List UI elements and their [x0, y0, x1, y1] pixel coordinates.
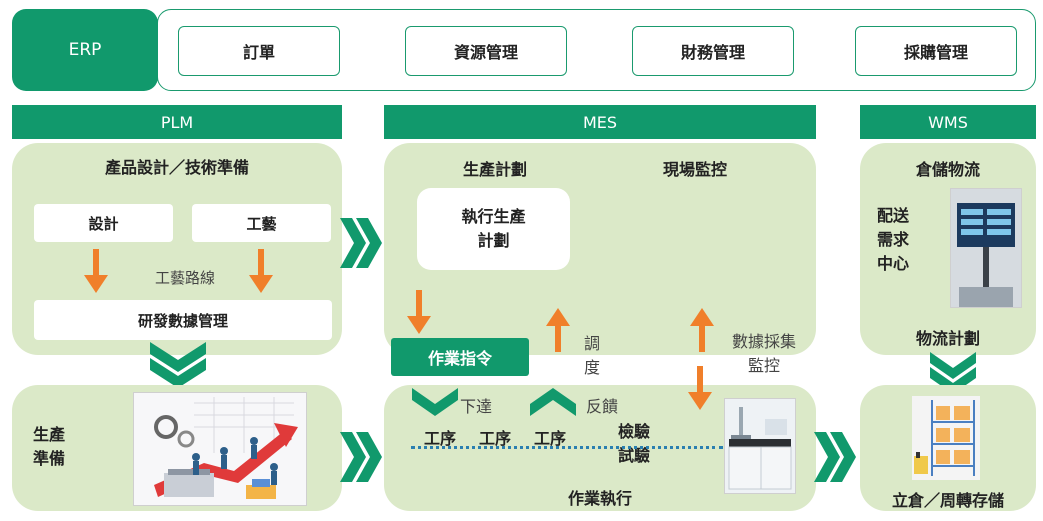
wms-header: WMS	[860, 105, 1036, 139]
process-step-1: 工序	[424, 429, 457, 448]
dispatch-label: 調 度	[584, 334, 601, 377]
storage-label: 立倉／周轉存儲	[891, 491, 1004, 510]
erp-item-order: 訂單	[178, 26, 340, 76]
site-monitor-title: 現場監控	[662, 160, 727, 179]
orange-arrow-down-icon	[84, 249, 108, 293]
erp-item-procurement-mgmt: 採購管理	[855, 26, 1017, 76]
green-check-up-icon	[530, 388, 576, 416]
production-prep-image	[133, 392, 307, 506]
issue-label: 下達	[460, 397, 493, 416]
process-flow-line	[411, 446, 723, 449]
warehouse-logistics-title: 倉儲物流	[915, 160, 980, 179]
work-execution-label: 作業執行	[567, 489, 632, 508]
erp-label: ERP	[12, 9, 158, 91]
data-collect-label: 數據採集 監控	[731, 332, 796, 375]
plm-header: PLM	[12, 105, 342, 139]
orange-arrow-down-icon	[249, 249, 273, 293]
inspection-label: 檢驗 試驗	[617, 422, 650, 465]
chevron-right-icon	[340, 432, 382, 482]
rd-data-mgmt-box: 研發數據管理	[34, 300, 332, 340]
monitor-screen-image	[950, 188, 1022, 308]
distribution-center-label: 配送 需求 中心	[877, 206, 910, 273]
chevron-right-icon	[814, 432, 856, 482]
process-box: 工藝	[192, 204, 331, 242]
work-instruction-box: 作業指令	[391, 338, 529, 376]
erp-item-resource-mgmt: 資源管理	[405, 26, 567, 76]
green-check-down-icon	[412, 388, 458, 416]
chevron-right-icon	[340, 218, 382, 268]
process-step-3: 工序	[534, 429, 567, 448]
production-prep-label: 生產 準備	[33, 425, 66, 468]
chevron-down-icon	[150, 342, 206, 388]
orange-arrow-up-icon	[690, 308, 714, 352]
warehouse-rack-image	[912, 396, 980, 480]
lab-bench-image	[724, 398, 796, 494]
design-box: 設計	[34, 204, 173, 242]
plm-design-title: 產品設計／技術準備	[104, 158, 249, 177]
orange-arrow-down-icon	[407, 290, 431, 334]
exec-plan-box: 執行生產 計劃	[417, 188, 570, 270]
erp-item-finance-mgmt: 財務管理	[632, 26, 794, 76]
feedback-label: 反饋	[586, 397, 619, 416]
orange-arrow-up-icon	[546, 308, 570, 352]
production-plan-title: 生產計劃	[462, 160, 527, 179]
orange-arrow-down-icon	[688, 366, 712, 410]
process-step-2: 工序	[479, 429, 512, 448]
mes-header: MES	[384, 105, 816, 139]
process-route-label: 工藝路線	[154, 268, 215, 287]
logistics-plan-label: 物流計劃	[915, 329, 980, 348]
